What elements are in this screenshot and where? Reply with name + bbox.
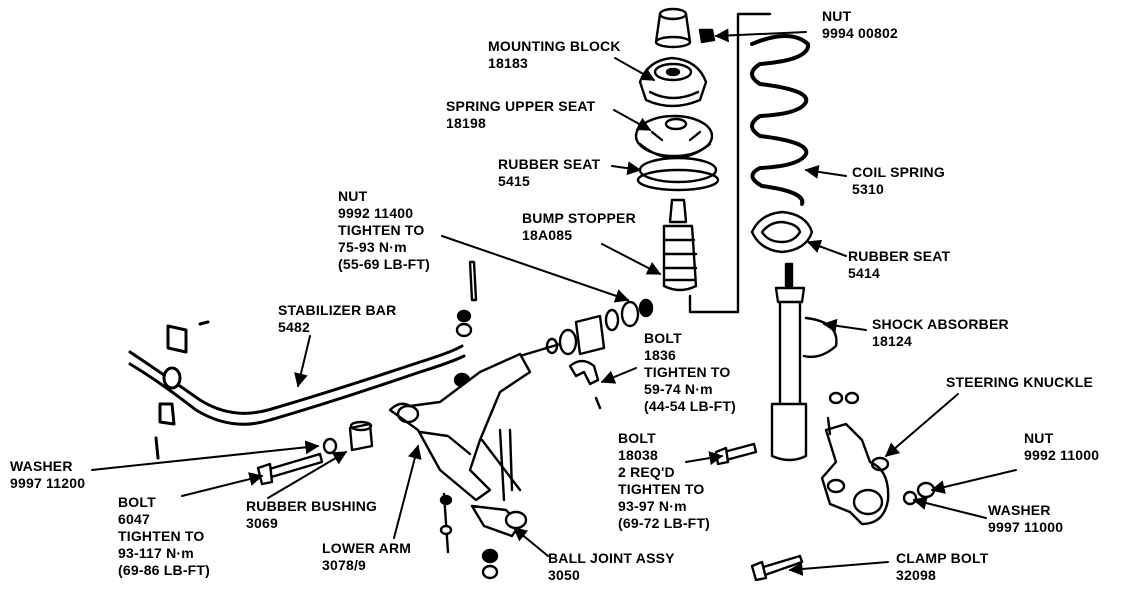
label-part: 18198 bbox=[446, 115, 486, 131]
label-part: 18038 bbox=[618, 447, 658, 463]
label-name: NUT bbox=[822, 8, 852, 24]
label-nut-top: NUT 9994 00802 bbox=[822, 8, 898, 42]
label-part: 3078/9 bbox=[322, 557, 367, 573]
clamp-bracket-part bbox=[568, 359, 602, 410]
ball-joint-part bbox=[439, 492, 528, 580]
label-coil-spring: COIL SPRING 5310 bbox=[852, 164, 945, 198]
label-part: 9992 11400 bbox=[338, 205, 414, 221]
label-name: COIL SPRING bbox=[852, 164, 945, 180]
label-torque-lbft: (69-86 LB-FT) bbox=[118, 562, 211, 578]
label-torque-title: TIGHTEN TO bbox=[618, 481, 705, 497]
label-name: BALL JOINT ASSY bbox=[548, 550, 675, 566]
rubber-seat-lower-part bbox=[750, 210, 814, 254]
label-name: STABILIZER BAR bbox=[278, 302, 397, 318]
label-bolt-6047: BOLT 6047 TIGHTEN TO 93-117 N·m (69-86 L… bbox=[118, 494, 210, 579]
label-part: 9997 11000 bbox=[988, 519, 1064, 535]
label-part: 32098 bbox=[896, 567, 936, 583]
label-part: 18124 bbox=[872, 333, 912, 349]
label-torque-lbft: (69-72 LB-FT) bbox=[618, 515, 711, 531]
label-name: BOLT bbox=[644, 330, 682, 346]
steering-knuckle-part bbox=[820, 416, 890, 526]
label-part: 3069 bbox=[246, 515, 278, 531]
label-part: 5414 bbox=[848, 265, 880, 281]
spring-upper-seat-part bbox=[634, 114, 714, 160]
label-torque-title: TIGHTEN TO bbox=[644, 364, 731, 380]
label-torque-nm: 93-117 N·m bbox=[118, 545, 194, 561]
label-torque-title: TIGHTEN TO bbox=[338, 222, 425, 238]
assembly-bracket-line bbox=[688, 12, 772, 314]
label-bolt-18038: BOLT 18038 2 REQ'D TIGHTEN TO 93-97 N·m … bbox=[618, 430, 710, 532]
bump-stopper-part bbox=[662, 198, 698, 292]
label-stabilizer-bar: STABILIZER BAR 5482 bbox=[278, 302, 396, 336]
label-part: 3050 bbox=[548, 567, 580, 583]
label-bolt-1836: BOLT 1836 TIGHTEN TO 59-74 N·m (44-54 LB… bbox=[644, 330, 736, 415]
mounting-block-part bbox=[638, 56, 708, 108]
top-nut-part bbox=[698, 28, 716, 44]
label-rubber-bushing: RUBBER BUSHING 3069 bbox=[246, 498, 377, 532]
label-nut-strut: NUT 9992 11400 TIGHTEN TO 75-93 N·m (55-… bbox=[338, 188, 430, 273]
label-torque-lbft: (55-69 LB-FT) bbox=[338, 256, 431, 272]
label-nut-knuckle: NUT 9992 11000 bbox=[1024, 430, 1099, 464]
label-name: SPRING UPPER SEAT bbox=[446, 98, 596, 114]
label-name: SHOCK ABSORBER bbox=[872, 316, 1009, 332]
bolt-18038-part bbox=[714, 442, 758, 466]
label-bump-stopper: BUMP STOPPER 18A085 bbox=[522, 210, 636, 244]
label-torque-lbft: (44-54 LB-FT) bbox=[644, 398, 737, 414]
label-torque-title: TIGHTEN TO bbox=[118, 528, 205, 544]
label-qty: 2 REQ'D bbox=[618, 464, 675, 480]
label-part: 5310 bbox=[852, 181, 884, 197]
label-name: WASHER bbox=[10, 458, 73, 474]
label-name: BOLT bbox=[118, 494, 156, 510]
label-name: NUT bbox=[1024, 430, 1054, 446]
label-name: STEERING KNUCKLE bbox=[946, 374, 1094, 390]
label-washer-left: WASHER 9997 11200 bbox=[10, 458, 85, 492]
label-torque-nm: 59-74 N·m bbox=[644, 381, 713, 397]
label-part: 1836 bbox=[644, 347, 676, 363]
clamp-bolt-part bbox=[750, 554, 804, 582]
label-clamp-bolt: CLAMP BOLT 32098 bbox=[896, 550, 988, 584]
label-name: NUT bbox=[338, 188, 368, 204]
label-shock-absorber: SHOCK ABSORBER 18124 bbox=[872, 316, 1009, 350]
label-lower-arm: LOWER ARM 3078/9 bbox=[322, 540, 411, 574]
rubber-bushing-part bbox=[256, 420, 374, 486]
shock-absorber-part bbox=[770, 262, 860, 462]
rubber-seat-upper-part bbox=[636, 156, 720, 192]
label-name: RUBBER BUSHING bbox=[246, 498, 378, 514]
label-name: WASHER bbox=[988, 502, 1051, 518]
top-cap-part bbox=[654, 7, 692, 49]
label-part: 9994 00802 bbox=[822, 25, 898, 41]
lower-arm-part bbox=[388, 352, 532, 502]
label-washer-right: WASHER 9997 11000 bbox=[988, 502, 1063, 536]
label-name: RUBBER SEAT bbox=[848, 248, 951, 264]
label-name: RUBBER SEAT bbox=[498, 156, 601, 172]
label-spring-upper-seat: SPRING UPPER SEAT 18198 bbox=[446, 98, 595, 132]
label-part: 18183 bbox=[488, 55, 528, 71]
label-name: BUMP STOPPER bbox=[522, 210, 636, 226]
label-part: 5482 bbox=[278, 319, 310, 335]
label-name: MOUNTING BLOCK bbox=[488, 38, 621, 54]
label-mounting-block: MOUNTING BLOCK 18183 bbox=[488, 38, 621, 72]
label-name: BOLT bbox=[618, 430, 656, 446]
label-ball-joint: BALL JOINT ASSY 3050 bbox=[548, 550, 675, 584]
label-rubber-seat-upper: RUBBER SEAT 5415 bbox=[498, 156, 600, 190]
label-part: 5415 bbox=[498, 173, 530, 189]
strut-bushing-stack-part bbox=[518, 298, 654, 358]
label-torque-nm: 93-97 N·m bbox=[618, 498, 687, 514]
leader-lines bbox=[91, 28, 1017, 576]
label-steering-knuckle: STEERING KNUCKLE bbox=[946, 374, 1093, 391]
label-name: LOWER ARM bbox=[322, 540, 412, 556]
label-name: CLAMP BOLT bbox=[896, 550, 989, 566]
label-part: 18A085 bbox=[522, 227, 573, 243]
label-torque-nm: 75-93 N·m bbox=[338, 239, 407, 255]
label-part: 6047 bbox=[118, 511, 150, 527]
coil-spring-part bbox=[750, 34, 810, 206]
label-part: 9992 11000 bbox=[1024, 447, 1100, 463]
stabilizer-bar-part bbox=[128, 320, 466, 460]
label-rubber-seat-lower: RUBBER SEAT 5414 bbox=[848, 248, 950, 282]
label-part: 9997 11200 bbox=[10, 475, 86, 491]
